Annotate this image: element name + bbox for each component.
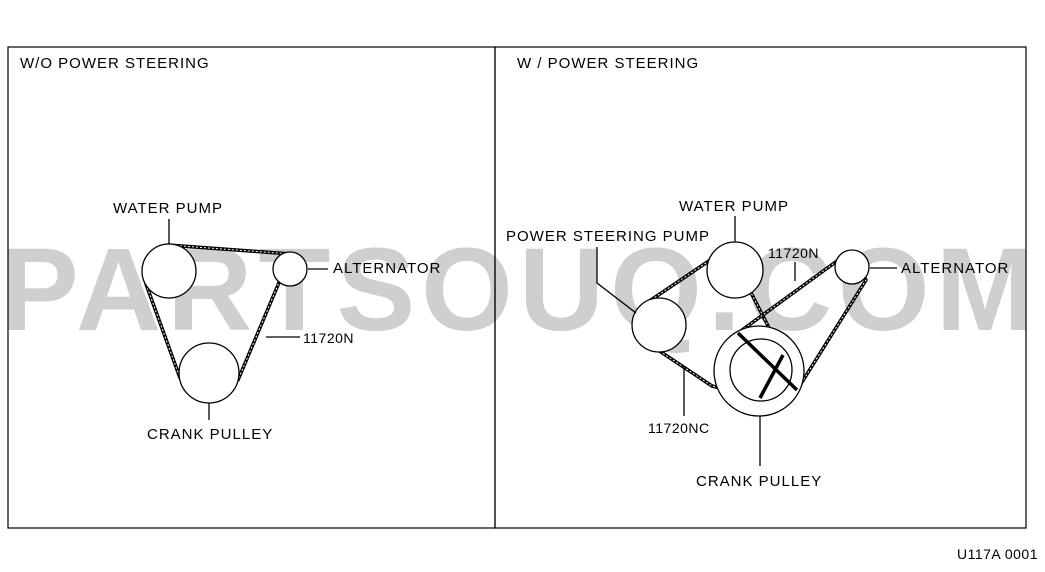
left-alternator-label: ALTERNATOR — [333, 260, 441, 277]
right-water-pump-label: WATER PUMP — [679, 198, 789, 215]
right-water-pump-pulley — [706, 241, 764, 299]
left-panel-header: W/O POWER STEERING — [20, 55, 210, 72]
left-crank-pulley-label: CRANK PULLEY — [147, 426, 273, 443]
right-panel-frame — [494, 46, 1027, 529]
left-belt-part-label: 11720N — [303, 330, 354, 346]
right-crank-pulley-label: CRANK PULLEY — [696, 473, 822, 490]
right-panel-header: W / POWER STEERING — [517, 55, 699, 72]
right-crank-pulley-inner — [729, 338, 793, 402]
right-panel: W / POWER STEERING WATER PUMP POWER STEE… — [506, 55, 1009, 490]
figure-code: U117A 0001 — [957, 546, 1038, 562]
right-power-steering-pump-label: POWER STEERING PUMP — [506, 228, 710, 245]
right-alternator-label: ALTERNATOR — [901, 260, 1009, 277]
right-power-steering-pump-pulley — [631, 297, 687, 353]
right-alternator-pulley — [834, 249, 870, 285]
right-belt-upper-part-label: 11720N — [768, 245, 819, 261]
left-alternator-pulley — [272, 251, 308, 287]
left-panel: W/O POWER STEERING WATER PUMP ALTERNATOR… — [20, 55, 441, 443]
right-belt-lower-part-label: 11720NC — [648, 420, 710, 436]
left-water-pump-pulley — [141, 243, 197, 299]
left-crank-pulley — [178, 342, 240, 404]
left-water-pump-label: WATER PUMP — [113, 200, 223, 217]
